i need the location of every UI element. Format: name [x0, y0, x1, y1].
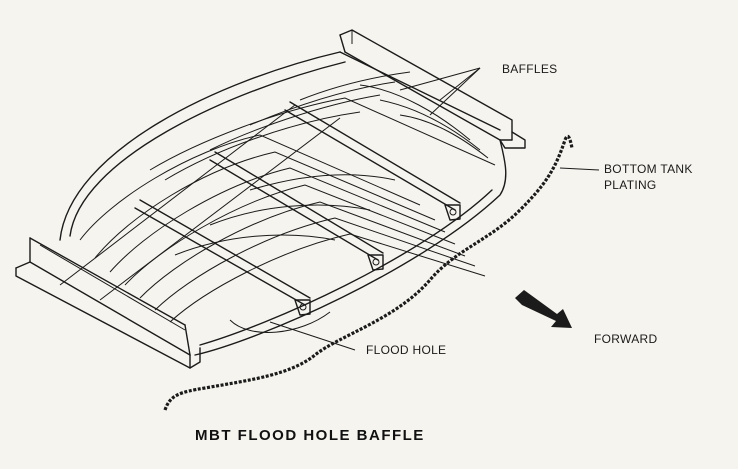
- baffle-plates: [79, 71, 496, 323]
- label-forward: FORWARD: [594, 332, 657, 346]
- rear-flange: [339, 29, 526, 149]
- forward-arrow-icon: [515, 290, 572, 328]
- leader-lines: [269, 67, 600, 351]
- stiffener-bars: [59, 101, 461, 306]
- bottom-tank-plating: [163, 134, 574, 411]
- label-flood-hole: FLOOD HOLE: [366, 343, 446, 357]
- hinge-lugs: [294, 204, 461, 316]
- label-baffles: BAFFLES: [502, 62, 557, 76]
- label-bottom-tank-plating-1: BOTTOM TANK: [604, 162, 693, 176]
- diagram-title: MBT FLOOD HOLE BAFFLE: [195, 427, 425, 444]
- label-bottom-tank-plating-2: PLATING: [604, 178, 657, 192]
- front-flange: [15, 237, 201, 369]
